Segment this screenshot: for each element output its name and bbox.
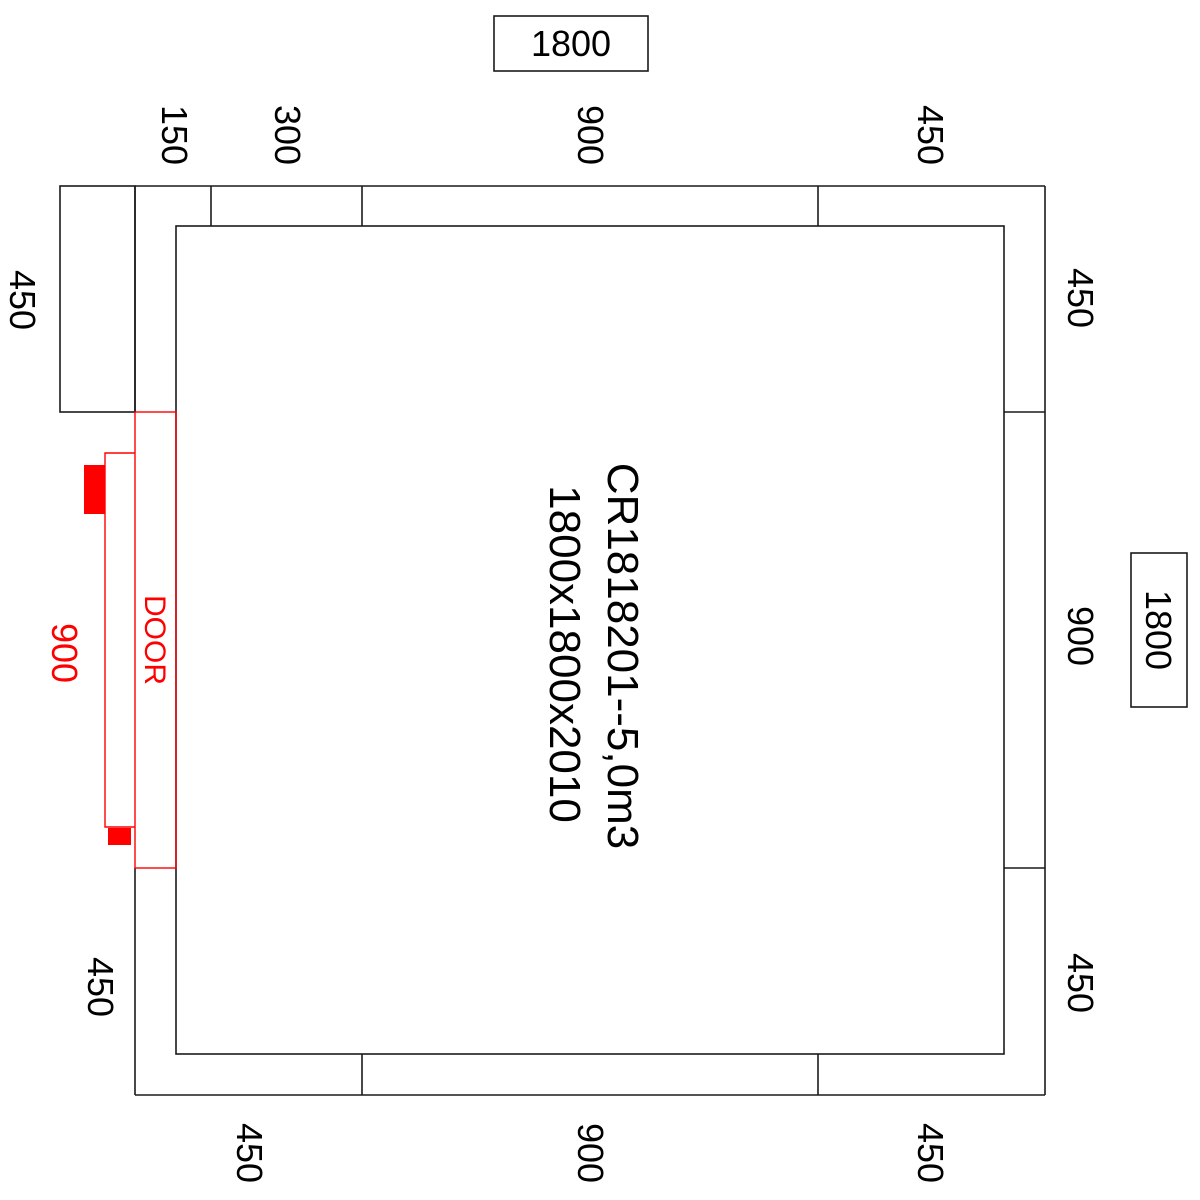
overall-depth-label: 1800 — [1138, 590, 1179, 670]
inner-wall — [175, 225, 1005, 1055]
bottom-dim-2: 900 — [570, 1123, 611, 1183]
door-hinge-bottom — [108, 828, 131, 845]
room-title: CR1818201--5,0m3 1800x1800x2010 — [540, 463, 647, 849]
top-dim-2: 300 — [267, 105, 308, 165]
overall-width-label: 1800 — [531, 23, 611, 64]
overall-depth-dimension: 1800 — [1130, 552, 1188, 708]
left-dim-1: 450 — [2, 270, 43, 330]
door: DOOR 900 — [44, 411, 177, 869]
bottom-dimensions: 450 900 450 — [229, 1123, 951, 1183]
overall-width-box — [493, 15, 649, 72]
right-dim-2: 900 — [1060, 606, 1101, 666]
left-dim-2: 450 — [80, 957, 121, 1017]
room-dimensions: 1800x1800x2010 — [540, 485, 589, 823]
outer-wall — [134, 185, 1046, 1096]
top-dim-3: 900 — [570, 105, 611, 165]
door-label: DOOR — [138, 595, 171, 685]
right-panel-dividers — [1004, 411, 1045, 869]
bottom-dim-3: 450 — [910, 1123, 951, 1183]
top-dimensions: 150 300 900 450 — [154, 105, 951, 165]
right-dim-3: 450 — [1060, 953, 1101, 1013]
door-leaf — [104, 452, 135, 828]
left-corner-panel — [59, 185, 136, 413]
left-dimensions: 450 450 — [2, 270, 121, 1017]
room-model-code: CR1818201--5,0m3 — [598, 463, 647, 849]
right-dim-1: 450 — [1060, 268, 1101, 328]
door-frame — [134, 411, 177, 869]
bottom-dim-1: 450 — [229, 1123, 270, 1183]
bottom-panel-dividers — [361, 1054, 819, 1095]
door-width-label: 900 — [44, 623, 85, 683]
top-panel-dividers — [210, 186, 819, 226]
top-dim-1: 150 — [154, 105, 195, 165]
overall-depth-box — [1130, 552, 1188, 708]
door-hinge-top — [84, 465, 105, 514]
top-dim-4: 450 — [910, 105, 951, 165]
right-dimensions: 450 900 450 — [1060, 268, 1101, 1013]
overall-width-dimension: 1800 — [493, 15, 649, 72]
